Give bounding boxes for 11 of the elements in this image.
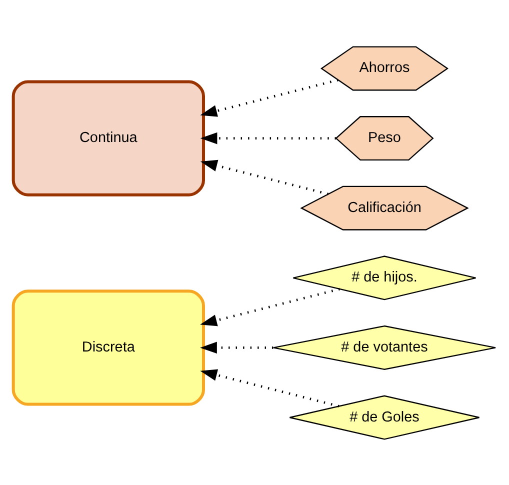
arrow	[200, 78, 338, 116]
arrow	[200, 341, 274, 354]
node-diamond: # de Goles	[289, 394, 480, 440]
arrow	[200, 159, 329, 195]
node-box: Continua	[12, 80, 205, 196]
node-box: Discreta	[12, 289, 205, 406]
node-diamond: # de hijos.	[292, 255, 476, 300]
arrow	[200, 287, 340, 326]
node-diamond: # de votantes	[272, 324, 496, 370]
arrow	[200, 132, 336, 144]
arrow	[200, 368, 340, 407]
